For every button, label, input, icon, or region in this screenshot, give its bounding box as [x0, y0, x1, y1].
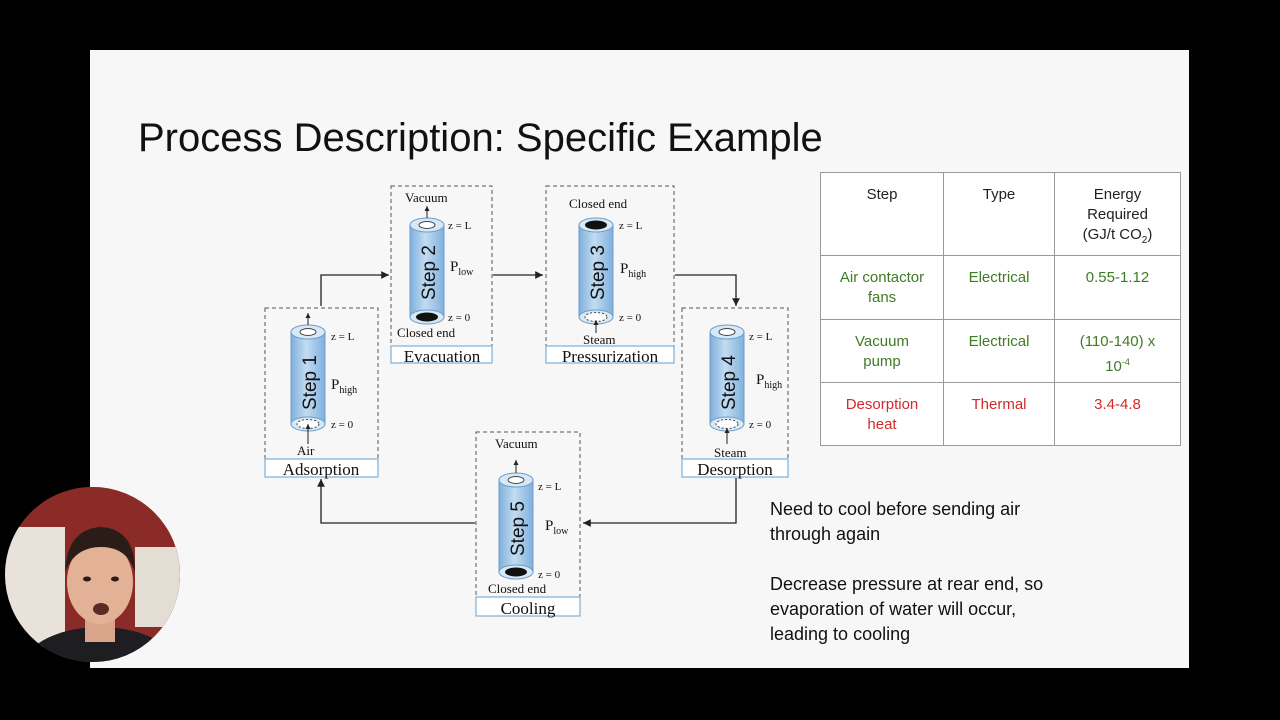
stage-label-evacuation: Evacuation	[404, 347, 481, 366]
step1-cylinder: Step 1	[290, 313, 326, 444]
step2-top-text: Vacuum	[405, 190, 448, 205]
stage-label-adsorption: Adsorption	[283, 460, 360, 479]
step5-z-top: z = L	[538, 481, 562, 493]
arrow-step5-to-step1	[317, 479, 475, 524]
step1-pressure: Phigh	[331, 377, 357, 396]
arrow-step3-to-step4	[675, 274, 740, 306]
cell-type: Electrical	[943, 318, 1055, 383]
cell-energy: 3.4-4.8	[1054, 381, 1181, 447]
step3-bottom-text: Steam	[583, 332, 616, 347]
step2-cylinder-label: Step 2	[419, 245, 440, 300]
step5-z-bottom: z = 0	[538, 569, 561, 581]
step2-box	[390, 185, 493, 364]
cycle-arrows	[317, 271, 740, 527]
stage-label-cooling: Cooling	[501, 599, 556, 618]
table-header-row: Step Type Energy Required (GJ/t CO2)	[820, 171, 1181, 257]
step5-bottom-text: Closed end	[488, 581, 547, 596]
energy-table: Step Type Energy Required (GJ/t CO2) Air…	[820, 171, 1181, 447]
step5-pressure: Plow	[545, 518, 569, 537]
step1-cylinder-label: Step 1	[300, 355, 321, 410]
stage-label-desorption: Desorption	[697, 460, 773, 479]
step4-bottom-text: Steam	[714, 445, 747, 460]
cell-type: Electrical	[943, 255, 1055, 320]
arrow-step1-to-step2	[320, 271, 389, 306]
step5-cylinder-label: Step 5	[508, 501, 529, 556]
stage-label-pressurization: Pressurization	[562, 347, 659, 366]
step1-z-top: z = L	[331, 331, 355, 343]
step4-box	[681, 307, 789, 478]
step2-bottom-text: Closed end	[397, 325, 456, 340]
header-type: Type	[943, 171, 1055, 257]
step2-pressure: Plow	[450, 259, 474, 278]
step4-z-top: z = L	[749, 331, 773, 343]
step3-z-top: z = L	[619, 220, 643, 232]
cell-type: Thermal	[943, 381, 1055, 447]
step1-z-bottom: z = 0	[331, 419, 354, 431]
slide-title: Process Description: Specific Example	[138, 116, 823, 160]
presenter-video-icon	[5, 487, 180, 662]
process-cycle-diagram: Adsorption Evacuation Pressurization Des…	[264, 185, 789, 618]
step3-z-bottom: z = 0	[619, 312, 642, 324]
step5-top-text: Vacuum	[495, 436, 538, 451]
step3-pressure: Phigh	[620, 261, 646, 280]
step2-z-top: z = L	[448, 220, 472, 232]
step3-cylinder-label: Step 3	[588, 245, 609, 300]
arrow-step4-to-step5	[583, 478, 737, 527]
step2-z-bottom: z = 0	[448, 312, 471, 324]
step4-cylinder-label: Step 4	[719, 355, 740, 410]
step2-cylinder: Step 2	[409, 206, 445, 325]
header-energy: Energy Required (GJ/t CO2)	[1054, 171, 1181, 257]
webcam-overlay	[5, 487, 180, 662]
step3-top-text: Closed end	[569, 196, 628, 211]
step4-z-bottom: z = 0	[749, 419, 772, 431]
step5-cylinder: Step 5	[498, 460, 534, 580]
step4-cylinder: Step 4	[709, 324, 745, 444]
header-step: Step	[820, 171, 944, 257]
cell-energy: 0.55-1.12	[1054, 255, 1181, 320]
step4-pressure: Phigh	[756, 372, 782, 391]
step1-bottom-text: Air	[297, 443, 315, 458]
step3-box	[545, 185, 675, 364]
step3-cylinder: Step 3	[578, 217, 614, 333]
